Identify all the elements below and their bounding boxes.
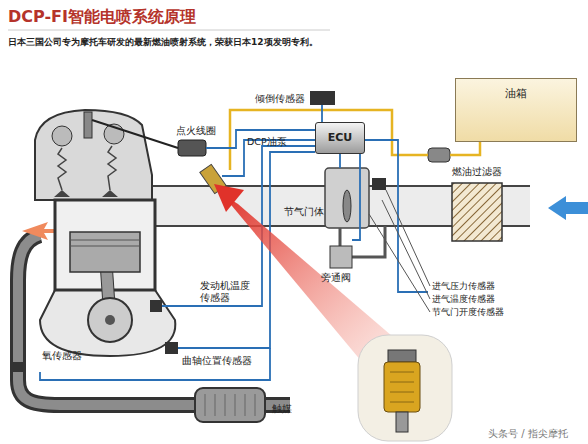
watermark: 头条号 / 指尖摩托	[486, 428, 570, 440]
signal-wire	[365, 140, 428, 292]
spark-plug	[84, 112, 92, 138]
part-label: 倾倒传感器	[255, 93, 305, 105]
fuel-line	[450, 142, 480, 155]
ignition-lead	[92, 120, 178, 148]
signal-wire	[339, 154, 341, 168]
signal-wire	[162, 146, 315, 306]
air-inflow-arrow	[548, 196, 588, 220]
sensor-label: 氧传感器	[42, 350, 82, 362]
intake-sensor	[372, 178, 386, 190]
part-label: 点火线圈	[176, 125, 216, 137]
valve-spring	[58, 148, 66, 190]
crank-pin	[105, 315, 115, 325]
part-label: 触媒	[272, 403, 292, 415]
sensor-label: 进气压力传感器	[432, 280, 495, 292]
part-label: 燃油过滤器	[452, 166, 502, 178]
fuel-tank: 油箱	[455, 78, 577, 142]
valve-head	[54, 190, 118, 197]
sensor-label: 曲轴位置传感器	[182, 355, 252, 367]
signal-wire	[40, 105, 428, 380]
diagram-title: DCP-FI智能电喷系统原理	[8, 7, 196, 27]
sensor-label: 节气门开度传感器	[432, 306, 504, 318]
part-label: DCP油泵	[247, 136, 287, 148]
fuel-line	[230, 110, 480, 170]
pump-photo-nozzle	[396, 412, 408, 432]
throttle-body	[325, 168, 369, 228]
ignition-coil	[178, 140, 206, 156]
engine-temp-sensor	[150, 300, 162, 312]
subtitle: 日本三国公司专为摩托车研发的最新燃油喷射系统，荣获日本12项发明专利。	[8, 36, 318, 48]
fuel-filter	[428, 148, 450, 162]
leader-line	[386, 190, 430, 286]
crankcase	[40, 290, 175, 356]
ecu-box: ECU	[315, 122, 365, 154]
catalyst	[195, 388, 265, 422]
throttle-plate	[343, 190, 351, 222]
signal-wire	[352, 152, 360, 240]
pump-photo	[358, 335, 452, 441]
pump-photo-detail	[390, 372, 414, 402]
catalyst-core	[205, 394, 255, 416]
pump-photo-body	[384, 362, 420, 412]
sensor-label: 发动机温度 传感器	[200, 280, 252, 304]
cylinder-head	[35, 110, 152, 200]
sensor-label: 进气温度传感器	[432, 293, 495, 305]
bypass-valve	[330, 246, 352, 268]
piston	[70, 232, 140, 272]
tilt-sensor	[310, 91, 335, 105]
pump-photo-cap	[388, 350, 416, 362]
camshaft	[52, 126, 72, 146]
part-label: 节气门体	[284, 206, 324, 218]
crankshaft	[88, 298, 132, 342]
o2-sensor	[10, 362, 26, 372]
air-filter	[452, 183, 502, 241]
node-text: 油箱	[456, 87, 576, 101]
node-text: ECU	[328, 131, 353, 145]
leader-line	[369, 214, 430, 312]
leader-line	[382, 200, 430, 299]
signal-wire	[321, 105, 323, 122]
leader-line	[369, 190, 430, 312]
valve-spring	[108, 146, 116, 190]
crank-position-sensor	[165, 342, 178, 354]
title-rule	[8, 30, 330, 31]
callout-arrowhead	[214, 184, 244, 212]
signal-wire	[178, 152, 315, 348]
part-label: 旁通阀	[321, 272, 351, 284]
piston-ring	[70, 240, 140, 246]
signal-wire	[40, 348, 270, 380]
